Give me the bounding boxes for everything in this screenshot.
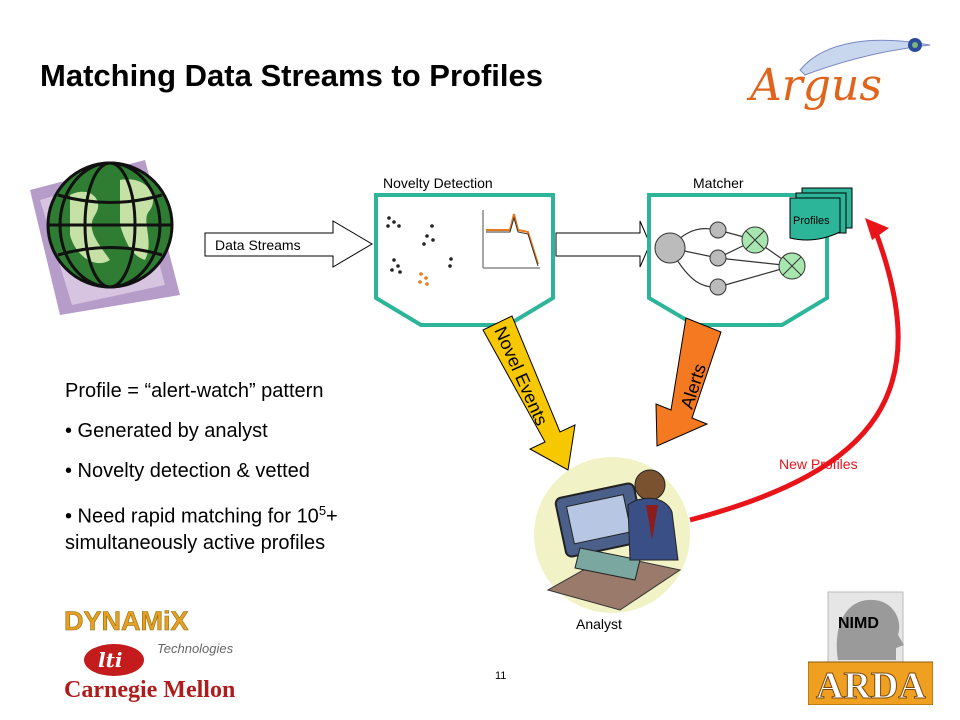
profiles-stack-icon [789,187,853,241]
novelty-detection-label: Novelty Detection [383,175,493,191]
sponsor-logos-left: DYNAMiX Technologies lti Carnegie Mellon [64,606,236,703]
lti-logo: lti [84,644,144,676]
slide-number: 11 [495,670,507,682]
bullet-item: • Novelty detection & vetted [65,460,310,482]
bullet-item: • Need rapid matching for 105+ simultane… [65,498,338,556]
distribution-plot-icon [482,210,540,269]
bullet-list: Profile = “alert-watch” pattern • Genera… [65,378,338,570]
carnegie-mellon-logo: Carnegie Mellon [64,677,235,703]
nimd-arda-logo: NIMD ARDA [808,591,933,705]
bullet-item-suffix: + [326,505,338,528]
analyst-label: Analyst [576,616,622,632]
new-profiles-arrowhead [865,218,889,240]
analyst-icon [534,457,690,613]
new-profiles-label: New Profiles [779,456,858,472]
profiles-label: Profiles [793,215,830,227]
bullet-item-exponent: 5 [318,503,327,518]
argus-wordmark: Argus [746,60,882,111]
feather-icon [799,38,931,76]
slide-title: Matching Data Streams to Profiles [40,58,544,93]
lti-logo-text: lti [98,648,122,672]
data-streams-label: Data Streams [215,237,301,253]
novelty-to-matcher-arrow [555,220,651,268]
arda-logo-text: ARDA [816,665,926,705]
bullet-item: • Generated by analyst [65,420,268,442]
data-streams-arrow [204,220,373,268]
dynamix-subtitle: Technologies [157,641,234,656]
new-profiles-arrow [689,229,901,523]
dynamix-logo: DYNAMiX [64,606,189,636]
nimd-logo-text: NIMD [838,615,879,632]
matcher-label: Matcher [693,175,744,191]
bullet-item-text: • Need rapid matching for 10 [65,505,319,528]
novelty-detection-box [374,193,555,327]
novel-events-arrow [482,315,576,471]
head-profile-icon [836,599,904,660]
bullet-heading: Profile = “alert-watch” pattern [65,380,324,402]
scatter-points-icon [386,216,453,286]
argus-logo: Argus [746,38,931,111]
globe-icon [30,160,180,315]
matcher-network-icon [654,221,806,296]
bullet-item-text-line2: simultaneously active profiles [65,531,326,554]
alerts-arrow [655,317,722,447]
